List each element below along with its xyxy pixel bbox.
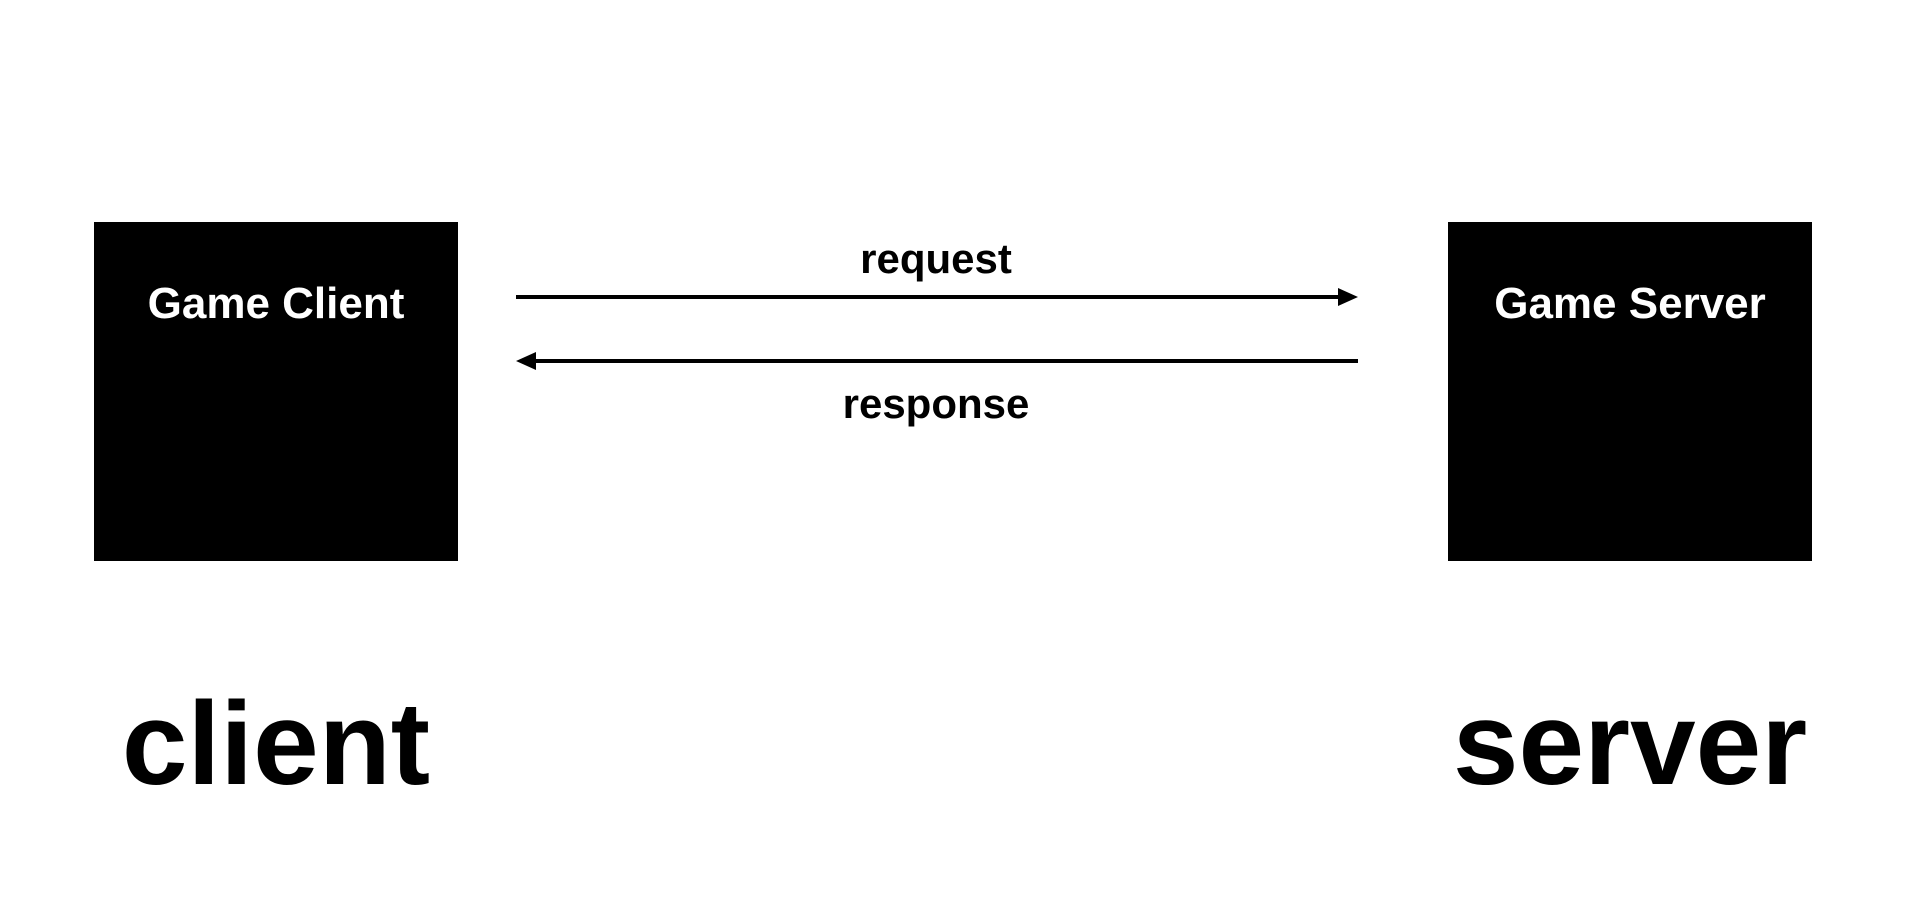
request-arrow: [516, 288, 1358, 306]
game-server-node: Game Server: [1448, 222, 1812, 561]
client-caption: client: [121, 678, 431, 810]
response-arrowhead-icon: [516, 352, 536, 370]
server-caption: server: [1452, 678, 1808, 810]
response-arrow: [516, 352, 1358, 370]
game-server-label: Game Server: [1494, 279, 1766, 328]
game-client-node: Game Client: [94, 222, 458, 561]
response-label: response: [842, 380, 1030, 427]
game-client-label: Game Client: [147, 279, 405, 328]
request-label: request: [860, 235, 1012, 282]
request-arrowhead-icon: [1338, 288, 1358, 306]
